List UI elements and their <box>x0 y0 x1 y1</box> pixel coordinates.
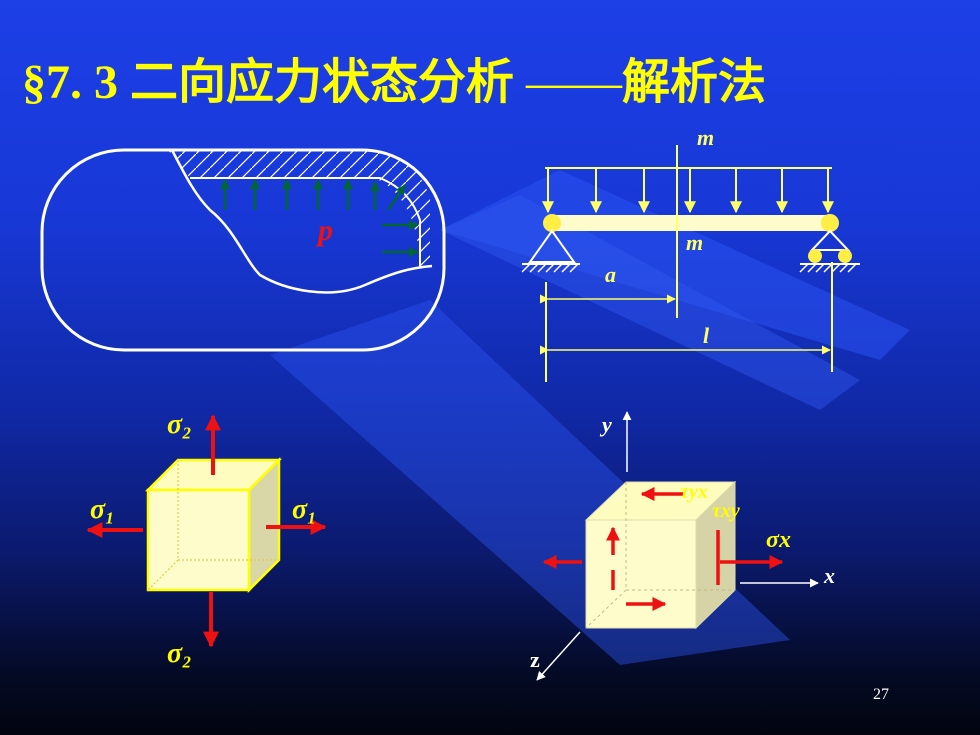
sigma2-top-label: σ₂ <box>167 409 192 440</box>
pin-support <box>528 229 576 263</box>
sigma1-left-label: σ₁ <box>90 494 115 525</box>
slide-title: §7. 3 二向应力状态分析 ——解析法 <box>22 42 766 112</box>
beam-diagram: m m a l <box>521 125 860 382</box>
pin-left <box>543 214 561 232</box>
dimension-l-label: l <box>703 323 710 348</box>
title-method: 解析法 <box>622 54 767 110</box>
dimension-a-label: a <box>605 262 616 287</box>
sigma1-right-label: σ₁ <box>292 494 317 525</box>
tau-xy-label: τxy <box>712 500 740 522</box>
sigma-x-label: σx <box>766 527 791 553</box>
tau-yx-label: τyx <box>680 481 708 503</box>
page-number: 27 <box>873 686 889 703</box>
principal-stress-element: σ₂ σ₂ σ₁ σ₁ <box>86 409 327 669</box>
pin-right <box>821 214 839 232</box>
general-stress-element: y x z τyx τxy σx <box>530 411 835 681</box>
section-label-mid: m <box>686 230 703 255</box>
axis-x-label: x <box>823 563 835 588</box>
section-label-top: m <box>697 125 714 150</box>
roller-support <box>809 229 851 251</box>
pressure-label: p <box>315 214 333 247</box>
pressure-arrows <box>220 179 419 257</box>
beam <box>548 215 832 231</box>
pressure-vessel-diagram: p <box>40 148 446 352</box>
sigma2-bottom-label: σ₂ <box>167 638 192 669</box>
title-section-number: §7. 3 <box>22 56 118 109</box>
title-separator: —— <box>526 56 623 109</box>
title-main: 二向应力状态分析 <box>130 54 515 110</box>
vessel-hatched-wall <box>168 150 430 268</box>
distributed-load-arrows <box>542 168 834 214</box>
axis-y-label: y <box>599 412 612 437</box>
vessel-cut-wall <box>170 149 433 294</box>
axis-z-label: z <box>530 647 540 672</box>
